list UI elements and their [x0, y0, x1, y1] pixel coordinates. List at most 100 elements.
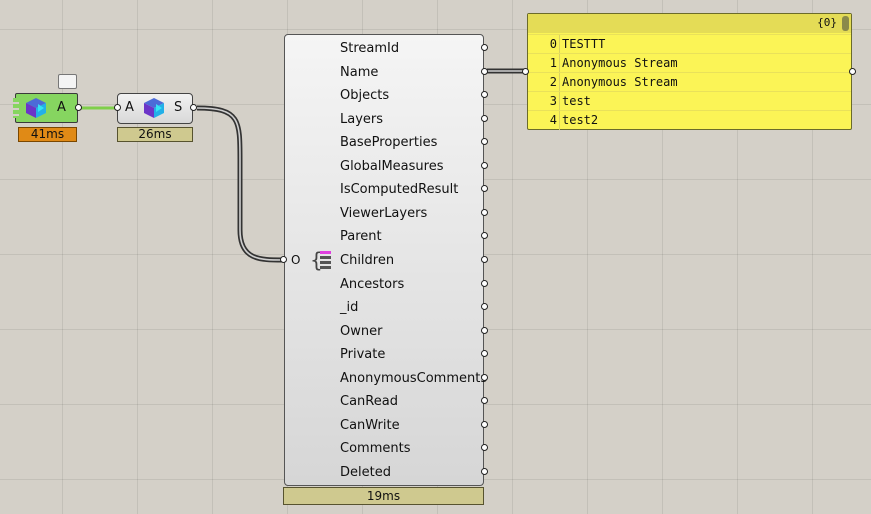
input-label-a: A: [125, 100, 134, 115]
output-grip[interactable]: [481, 44, 488, 51]
output-label-s: S: [174, 100, 183, 115]
panel-row-index: 3: [549, 94, 557, 108]
output-grip[interactable]: [75, 104, 82, 111]
output-param-row[interactable]: ViewerLayers: [340, 206, 480, 226]
output-grip[interactable]: [190, 104, 197, 111]
panel-row-index: 0: [549, 37, 557, 51]
output-param-row[interactable]: Objects: [340, 88, 480, 108]
output-param-row[interactable]: Ancestors: [340, 277, 480, 297]
panel-row-index: 1: [549, 56, 557, 70]
input-label-o: O: [291, 253, 301, 267]
output-param-label: Ancestors: [340, 276, 405, 292]
output-grip[interactable]: [481, 420, 488, 428]
output-grip[interactable]: [481, 279, 488, 287]
output-grip[interactable]: [481, 138, 488, 146]
output-param-row[interactable]: Parent: [340, 229, 480, 249]
panel-scrollbar[interactable]: [842, 16, 849, 31]
output-grip[interactable]: [481, 373, 488, 381]
output-param-row[interactable]: Layers: [340, 112, 480, 132]
output-param-label: Owner: [340, 323, 383, 339]
output-param-label: Comments: [340, 441, 411, 457]
output-grip[interactable]: [481, 255, 488, 263]
panel-row: 4 test2: [528, 110, 851, 130]
output-param-row[interactable]: Comments: [340, 441, 480, 461]
panel-row-value: test: [562, 94, 591, 108]
output-grip[interactable]: [481, 114, 488, 122]
panel-row: 3 test: [528, 91, 851, 111]
output-param-label: ViewerLayers: [340, 205, 428, 221]
panel-row-index: 4: [549, 113, 557, 127]
output-param-row[interactable]: Owner: [340, 324, 480, 344]
output-param-label: IsComputedResult: [340, 182, 459, 198]
panel-row-value: Anonymous Stream: [562, 56, 678, 70]
output-grip[interactable]: [481, 185, 488, 193]
output-grip[interactable]: [481, 303, 488, 311]
output-grip[interactable]: [481, 161, 488, 169]
output-param-label: Children: [340, 252, 395, 268]
output-param-row[interactable]: IsComputedResult: [340, 182, 480, 202]
output-grip[interactable]: [481, 444, 488, 452]
output-param-label: Name: [340, 64, 379, 80]
output-grip[interactable]: [481, 350, 488, 358]
timing-badge: 41ms: [18, 127, 77, 142]
stream-convert-component[interactable]: A S: [114, 93, 197, 124]
stream-input-node[interactable]: A: [13, 93, 82, 123]
panel-row-value: Anonymous Stream: [562, 75, 678, 89]
output-param-label: CanRead: [340, 394, 398, 410]
input-grip[interactable]: [114, 104, 121, 111]
input-grip[interactable]: [280, 256, 287, 263]
output-param-row[interactable]: _id: [340, 300, 480, 320]
output-param-row[interactable]: CanWrite: [340, 418, 480, 438]
output-param-row[interactable]: CanRead: [340, 394, 480, 414]
output-param-row[interactable]: BaseProperties: [340, 135, 480, 155]
output-param-label: Deleted: [340, 464, 391, 480]
panel-row-divider: [559, 92, 560, 111]
output-grip[interactable]: [481, 91, 488, 99]
panel-row: 1 Anonymous Stream: [528, 53, 851, 73]
output-grip[interactable]: [481, 326, 488, 334]
output-grip[interactable]: [481, 467, 488, 475]
speckle-cube-icon: [26, 98, 46, 118]
panel-row-divider: [559, 73, 560, 92]
output-param-row[interactable]: Children: [340, 253, 480, 273]
output-grip[interactable]: [481, 232, 488, 240]
output-param-row[interactable]: Private: [340, 347, 480, 367]
timing-badge: 26ms: [117, 127, 193, 142]
output-grip[interactable]: [481, 208, 488, 216]
output-param-label: StreamId: [340, 41, 400, 56]
braces-list-icon: {: [310, 248, 331, 272]
panel-header: {0}: [528, 14, 851, 33]
comment-bubble-icon[interactable]: [58, 74, 77, 89]
output-param-label: CanWrite: [340, 417, 400, 433]
panel-output-grip[interactable]: [849, 68, 856, 75]
panel-input-grip[interactable]: [522, 68, 529, 75]
speckle-cube-icon: [144, 98, 164, 118]
output-param-label: Layers: [340, 111, 384, 127]
output-label-a: A: [57, 100, 66, 115]
output-param-label: GlobalMeasures: [340, 158, 444, 174]
panel-row-divider: [559, 35, 560, 54]
output-param-row[interactable]: GlobalMeasures: [340, 159, 480, 179]
output-param-label: AnonymousComments: [340, 370, 488, 386]
panel-row-divider: [559, 54, 560, 73]
output-param-row[interactable]: AnonymousComments: [340, 371, 487, 391]
output-param-row[interactable]: StreamId: [340, 41, 480, 61]
panel-row-value: TESTTT: [562, 37, 606, 51]
output-param-label: BaseProperties: [340, 135, 438, 151]
panel-row-divider: [559, 111, 560, 130]
output-param-row[interactable]: Name: [340, 65, 480, 85]
panel-path-label: {0}: [817, 16, 837, 29]
output-param-label: _id: [340, 300, 359, 316]
output-grip[interactable]: [481, 67, 488, 75]
output-param-row[interactable]: Deleted: [340, 465, 480, 485]
input-notch: [13, 98, 19, 118]
panel-row-value: test2: [562, 113, 599, 127]
timing-badge: 19ms: [283, 487, 484, 505]
output-grip[interactable]: [481, 397, 488, 405]
svg-text:{: {: [310, 248, 323, 272]
wire-conv-to-expand-inner: [196, 107, 284, 261]
